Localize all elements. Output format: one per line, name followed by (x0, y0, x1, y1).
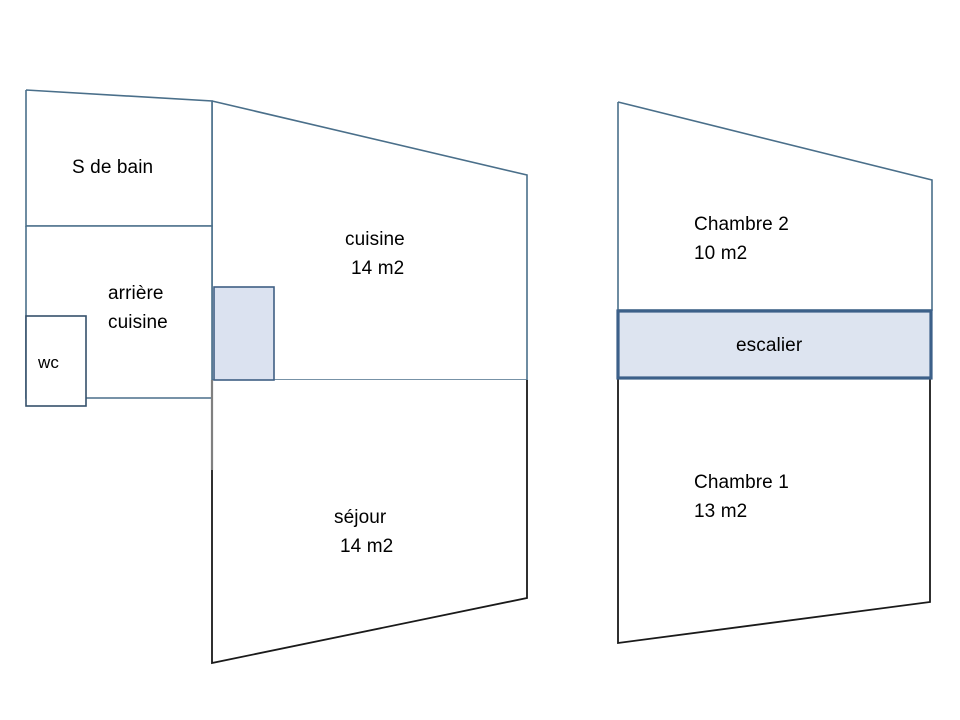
room-outline-chambre-1 (617, 378, 931, 645)
room-area-sejour: 14 m2 (340, 536, 394, 557)
room-area-cuisine: 14 m2 (351, 258, 405, 279)
room-label-chambre-1: Chambre 1 (694, 472, 789, 493)
room-shape-s-de-bain (26, 90, 212, 226)
plan-upper-floor (616, 101, 933, 645)
room-label-cuisine: cuisine (345, 229, 405, 250)
room-shape-sejour (212, 380, 527, 663)
room-label-wc: wc (38, 353, 59, 372)
room-shape-chambre-1 (618, 378, 932, 643)
room-shape-chambre-2 (618, 102, 932, 310)
room-area-chambre-2: 10 m2 (694, 243, 748, 264)
room-area-chambre-1: 13 m2 (694, 501, 748, 522)
room-shape-cuisine (212, 101, 527, 380)
room-label-arriere-cuisine: cuisine (108, 312, 168, 333)
room-label-chambre-2: Chambre 2 (694, 214, 789, 235)
room-shape-wc (26, 316, 86, 406)
room-label-sejour: séjour (334, 507, 387, 528)
stair-block-ground-floor (213, 286, 275, 381)
room-label-escalier: escalier (736, 335, 803, 356)
plan-ground-floor (25, 89, 528, 665)
room-label-arriere: arrière (108, 283, 164, 304)
room-outline-wc (25, 315, 87, 407)
room-label-s-de-bain: S de bain (72, 157, 154, 178)
stair-block-escalier (616, 309, 933, 380)
room-outline-sejour (211, 380, 528, 665)
